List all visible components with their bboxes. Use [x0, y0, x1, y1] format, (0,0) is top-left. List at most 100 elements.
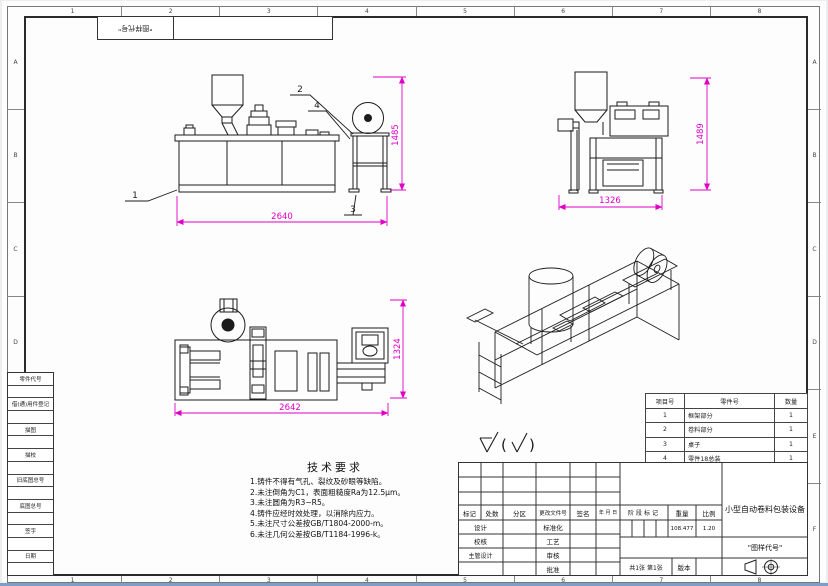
plan-view-dimensions	[174, 299, 407, 416]
bom-cell: 1	[774, 450, 807, 465]
label-process: 工艺	[546, 538, 560, 546]
zone-label: 8	[757, 576, 762, 584]
front-view-callouts: 1 2 3 4	[132, 85, 356, 215]
zone-label: 7	[613, 576, 711, 584]
tech-requirement-item: 2.未注倒角为C1，表面粗糙度Ra为12.5μm。	[250, 487, 405, 497]
paren-open: (	[501, 436, 507, 454]
zone-label: 7	[613, 6, 711, 16]
bom-cell: 框架部分	[684, 408, 774, 423]
zone-label: B	[7, 110, 24, 203]
tech-requirement-item: 1.铸件不得有气孔、裂纹及砂眼等缺陷。	[250, 477, 387, 486]
bom-cell: 1	[774, 408, 807, 423]
label-approve: 批准	[546, 566, 560, 574]
dim-height-front: 1485	[391, 124, 401, 146]
tech-requirement-item: 6.未注几何公差按GB/T1184-1996-k。	[250, 529, 385, 539]
margin-field-blank	[8, 511, 53, 525]
dim-width-plan: 2642	[279, 403, 301, 413]
label-chief-design: 主管设计	[468, 552, 493, 560]
label-weight: 重量	[675, 509, 689, 518]
side-view-dimensions	[558, 77, 711, 210]
bom-cell: 零件18总装	[684, 450, 774, 465]
bom-cell: 桌子	[684, 436, 774, 451]
tech-requirement-item: 4.铸件应经时效处理，以消除内应力。	[250, 508, 379, 518]
rev-header-date: 年 月 日	[598, 510, 618, 516]
tech-requirements-title: 技术要求	[307, 461, 363, 474]
bom-cell: 1	[646, 408, 684, 422]
front-view-linework	[174, 74, 392, 193]
window-bottom-edge	[0, 583, 828, 586]
zone-label: 1	[24, 6, 123, 16]
margin-field-label: 旧底图总号	[8, 473, 53, 487]
inner-border-frame	[24, 16, 808, 576]
zone-label: 4	[318, 576, 417, 584]
label-standardization: 标准化	[543, 524, 563, 532]
rev-header-zone: 分区	[513, 509, 526, 518]
zone-label: 6	[515, 6, 613, 16]
bom-cell: 1	[774, 422, 807, 437]
zone-label: C	[7, 203, 24, 297]
margin-field-label: 零件代号	[19, 376, 42, 383]
callout-1: 1	[132, 191, 138, 201]
margin-field-label: 日期	[8, 549, 53, 563]
margin-field-blank	[8, 384, 53, 398]
front-view: 1 2 3 4 2640 1485	[125, 74, 406, 226]
product-title: 小型自动卷料包装设备	[725, 505, 805, 514]
front-view-callout-leaders	[125, 94, 362, 216]
dim-height-side: 1489	[696, 123, 706, 145]
margin-fields-column: 零件代号 借(通)用件登记 描图 描校 旧底图总号 底图总号 签字 日期	[7, 372, 54, 576]
drawing-code: "图样代号"	[747, 543, 783, 552]
label-review: 审核	[546, 552, 560, 560]
rev-header-count: 处数	[485, 509, 499, 518]
zone-label: A	[7, 16, 24, 110]
sheet-count: 共1张 第1张	[629, 564, 663, 572]
side-view: 1326 1489	[557, 71, 711, 210]
tech-requirement-item: 3.未注圆角为R3~R5。	[250, 498, 330, 508]
fold-label-box: "图样代号"	[97, 16, 333, 40]
callout-2: 2	[297, 85, 303, 95]
zone-label: 8	[757, 7, 762, 15]
title-block-grid	[458, 462, 808, 576]
title-block: 标记 处数 分区 更改文件号 签名 年 月 日 设计 校核 主管设计 标准化 工…	[458, 462, 808, 576]
margin-field-blank	[8, 562, 53, 575]
margin-field-label: 签字	[8, 524, 53, 537]
bom-cell: 1	[774, 436, 807, 451]
rev-header-docno: 更改文件号	[539, 510, 567, 517]
zone-label: 3	[220, 6, 319, 16]
dim-width-side: 1326	[599, 196, 621, 206]
margin-field-blank	[8, 486, 53, 499]
isometric-linework	[465, 247, 680, 404]
margin-field-label: 底图总号	[8, 498, 53, 512]
plan-view-dim-text: 2642 1324	[279, 338, 403, 413]
margin-field-blank	[8, 460, 53, 474]
margin-field-blank	[8, 435, 53, 448]
zone-label: 2	[122, 576, 221, 584]
zone-label: 5	[417, 6, 515, 16]
dim-width-front: 2640	[271, 212, 293, 222]
outer-border-frame	[7, 6, 820, 583]
zone-label: 6	[515, 576, 613, 584]
zone-label: D	[808, 297, 821, 390]
margin-field-label: 描校	[8, 448, 53, 461]
label-check: 校核	[474, 538, 487, 546]
front-view-dimensions	[176, 76, 406, 226]
zone-label: 5	[417, 576, 515, 584]
isometric-view	[465, 247, 680, 404]
bom-cell: 2	[646, 422, 684, 436]
zone-label: B	[808, 110, 821, 203]
label-scale: 比例	[702, 509, 716, 518]
fold-empty-cell	[174, 17, 332, 39]
rev-header-mark: 标记	[463, 509, 476, 518]
plan-view-linework	[174, 298, 389, 401]
margin-field-blank	[8, 536, 53, 550]
bom-cell: 3	[646, 436, 684, 451]
margin-field-blank	[8, 410, 53, 423]
tech-requirement-item: 5.未注尺寸公差按GB/T1804-2000-m。	[250, 519, 388, 529]
zone-label: C	[808, 203, 821, 297]
bom-header-part-no: 零件号	[684, 394, 774, 409]
front-view-dim-text: 2640 1485	[271, 124, 401, 222]
surface-finish-symbol	[479, 431, 528, 453]
